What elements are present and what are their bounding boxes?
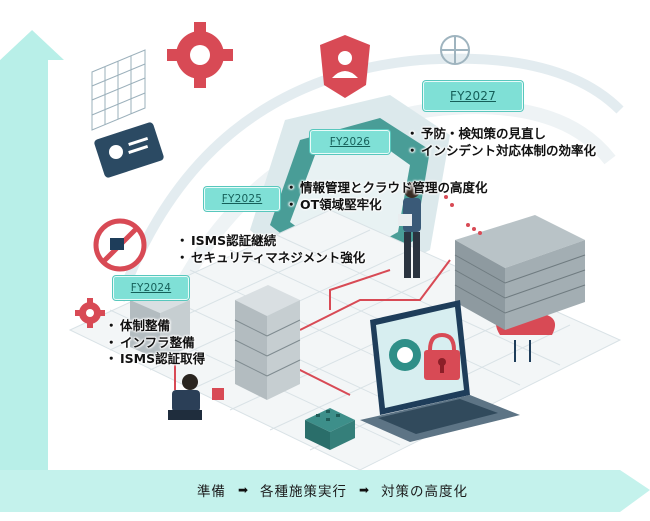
- gear-icon: [75, 298, 105, 328]
- progression-footer: 準備 ➡ 各種施策実行 ➡ 対策の高度化: [45, 468, 620, 512]
- laptop-icon: [360, 300, 520, 442]
- milestone-year-label: FY2024: [130, 282, 172, 294]
- axis-frame: [0, 30, 650, 512]
- milestone-year-label: FY2025: [221, 193, 263, 205]
- brick-firewall-icon: [454, 215, 586, 330]
- footer-step-preparation: 準備: [196, 484, 226, 500]
- milestone-item: セキュリティマネジメント強化: [176, 250, 365, 267]
- milestone-badge-fy2024: FY2024: [113, 276, 189, 300]
- footer-step-execution: 各種施策実行: [260, 484, 347, 500]
- milestone-items-fy2024: 体制整備 インフラ整備 ISMS認証取得: [105, 318, 205, 368]
- milestone-year-label: FY2026: [329, 136, 371, 148]
- no-entry-icon: [93, 218, 147, 272]
- id-card-icon: [94, 122, 164, 178]
- milestone-year-label: FY2027: [450, 89, 496, 103]
- milestone-items-fy2026: 情報管理とクラウド管理の高度化 OT領域堅牢化: [285, 180, 488, 214]
- milestone-item: ISMS認証取得: [105, 351, 205, 368]
- milestone-items-fy2025: ISMS認証継続 セキュリティマネジメント強化: [176, 233, 365, 267]
- milestone-item: 体制整備: [105, 318, 205, 335]
- milestone-badge-fy2026: FY2026: [310, 130, 390, 154]
- footer-step-advancement: 対策の高度化: [381, 484, 469, 500]
- milestone-item: OT領域堅牢化: [285, 197, 488, 214]
- milestone-items-fy2027: 予防・検知策の見直し インシデント対応体制の効率化: [406, 126, 596, 160]
- right-arrow-icon: ➡: [237, 483, 248, 497]
- milestone-item: ISMS認証継続: [176, 233, 365, 250]
- milestone-badge-fy2027: FY2027: [423, 81, 523, 111]
- hardware-module-icon: [305, 408, 355, 450]
- grid-panel-icon: [91, 49, 146, 131]
- milestone-item: インフラ整備: [105, 335, 205, 352]
- milestone-badge-fy2025: FY2025: [204, 187, 280, 211]
- padlock-icon: [424, 332, 460, 380]
- person-icon: [168, 374, 224, 420]
- milestone-item: 情報管理とクラウド管理の高度化: [285, 180, 488, 197]
- network-icon: [440, 35, 470, 65]
- gear-icon: [167, 22, 233, 88]
- user-shield-icon: [320, 35, 370, 98]
- milestone-item: 予防・検知策の見直し: [406, 126, 596, 143]
- server-rack-icon: [234, 285, 301, 400]
- right-arrow-icon: ➡: [359, 483, 370, 497]
- milestone-item: インシデント対応体制の効率化: [406, 143, 596, 160]
